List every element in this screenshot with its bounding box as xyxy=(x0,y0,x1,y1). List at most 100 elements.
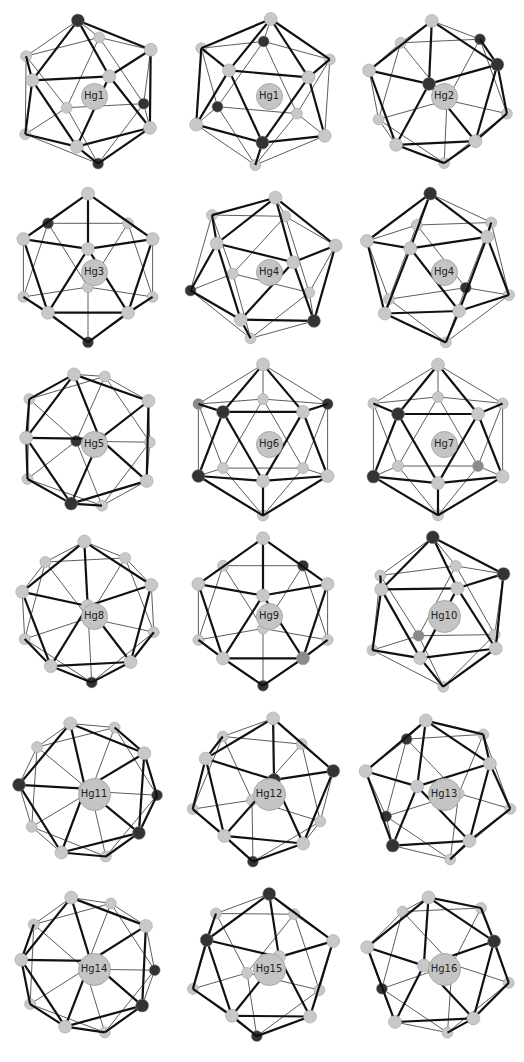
back-bond xyxy=(367,225,417,241)
dark-atom xyxy=(200,934,213,947)
atom-label: Hg7 xyxy=(434,439,454,449)
ligand-atom xyxy=(390,138,403,151)
back-bond xyxy=(28,441,77,479)
front-bond xyxy=(366,721,426,772)
ligand-atom xyxy=(298,463,309,474)
hg-atom: Hg1 xyxy=(256,83,283,110)
front-bond xyxy=(198,538,263,584)
front-bond xyxy=(497,65,507,114)
front-bond xyxy=(475,65,497,142)
front-bond xyxy=(269,894,279,957)
front-bond xyxy=(32,20,78,80)
back-bond xyxy=(252,744,302,800)
front-bond xyxy=(196,70,229,124)
front-bond xyxy=(229,70,262,142)
back-bond xyxy=(419,635,495,636)
back-bond xyxy=(212,215,285,216)
ligand-atom xyxy=(327,935,340,948)
ligand-atom xyxy=(414,652,427,665)
front-bond xyxy=(71,898,146,926)
hg-atom: Hg8 xyxy=(81,603,108,630)
front-bond xyxy=(19,785,61,853)
front-bond xyxy=(206,759,274,780)
back-bond xyxy=(115,728,157,796)
front-bond xyxy=(432,21,498,65)
front-bond xyxy=(457,574,503,588)
back-bond xyxy=(152,239,153,297)
ligand-atom xyxy=(61,102,72,113)
back-bond xyxy=(198,364,263,404)
ligand-atom xyxy=(32,742,43,753)
ligand-atom xyxy=(467,1012,480,1025)
ligand-atom xyxy=(64,717,77,730)
front-bond xyxy=(275,198,335,246)
front-bond xyxy=(272,718,275,780)
front-bond xyxy=(87,194,89,249)
back-bond xyxy=(382,912,403,989)
front-bond xyxy=(433,537,504,574)
front-bond xyxy=(381,537,433,589)
ligand-atom xyxy=(375,583,388,596)
hg-atom: Hg3 xyxy=(81,259,108,286)
front-bond xyxy=(303,584,328,658)
front-bond xyxy=(51,662,131,666)
back-bond xyxy=(502,403,503,476)
dark-atom xyxy=(424,187,437,200)
atom-label: Hg4 xyxy=(434,267,454,277)
back-bond xyxy=(198,584,199,640)
dark-atom xyxy=(327,764,340,777)
hg-atom: Hg6 xyxy=(256,431,283,458)
front-bond xyxy=(147,401,149,481)
front-bond xyxy=(496,574,504,649)
front-bond xyxy=(223,658,263,685)
front-bond xyxy=(366,771,418,786)
front-bond xyxy=(71,481,147,504)
back-bond xyxy=(430,194,491,223)
back-bond xyxy=(389,225,417,299)
front-bond xyxy=(429,21,432,84)
front-bond xyxy=(217,244,241,320)
dark-atom xyxy=(149,965,160,976)
front-bond xyxy=(310,941,333,1016)
ligand-atom xyxy=(432,477,445,490)
front-bond xyxy=(381,589,420,658)
hg-atom: Hg4 xyxy=(431,259,458,286)
dark-atom xyxy=(212,101,223,112)
back-bond xyxy=(263,629,328,640)
back-bond xyxy=(263,629,264,686)
ligand-atom xyxy=(267,712,280,725)
back-bond xyxy=(459,794,511,809)
front-bond xyxy=(198,476,263,481)
front-bond xyxy=(417,786,469,841)
front-bond xyxy=(78,20,151,49)
back-bond xyxy=(450,809,510,860)
front-bond xyxy=(293,262,314,321)
front-bond xyxy=(263,658,303,685)
ligand-atom xyxy=(269,191,282,204)
back-bond xyxy=(255,136,324,165)
front-bond xyxy=(100,401,149,439)
front-bond xyxy=(21,960,30,1004)
front-bond xyxy=(438,477,503,516)
ligand-atom xyxy=(242,967,253,978)
ligand-atom xyxy=(469,135,482,148)
ligand-atom xyxy=(404,242,417,255)
back-bond xyxy=(263,364,328,404)
front-bond xyxy=(223,364,263,412)
back-bond xyxy=(191,215,213,290)
ligand-atom xyxy=(144,437,155,448)
front-bond xyxy=(410,237,487,249)
back-bond xyxy=(105,376,150,442)
front-bond xyxy=(26,374,74,437)
back-bond xyxy=(443,635,495,687)
back-bond xyxy=(303,566,328,640)
front-bond xyxy=(229,70,309,77)
front-bond xyxy=(232,1015,310,1018)
ligand-atom xyxy=(422,891,435,904)
back-bond xyxy=(325,59,330,135)
front-bond xyxy=(396,145,444,163)
front-bond xyxy=(61,833,138,853)
ligand-atom xyxy=(142,395,155,408)
